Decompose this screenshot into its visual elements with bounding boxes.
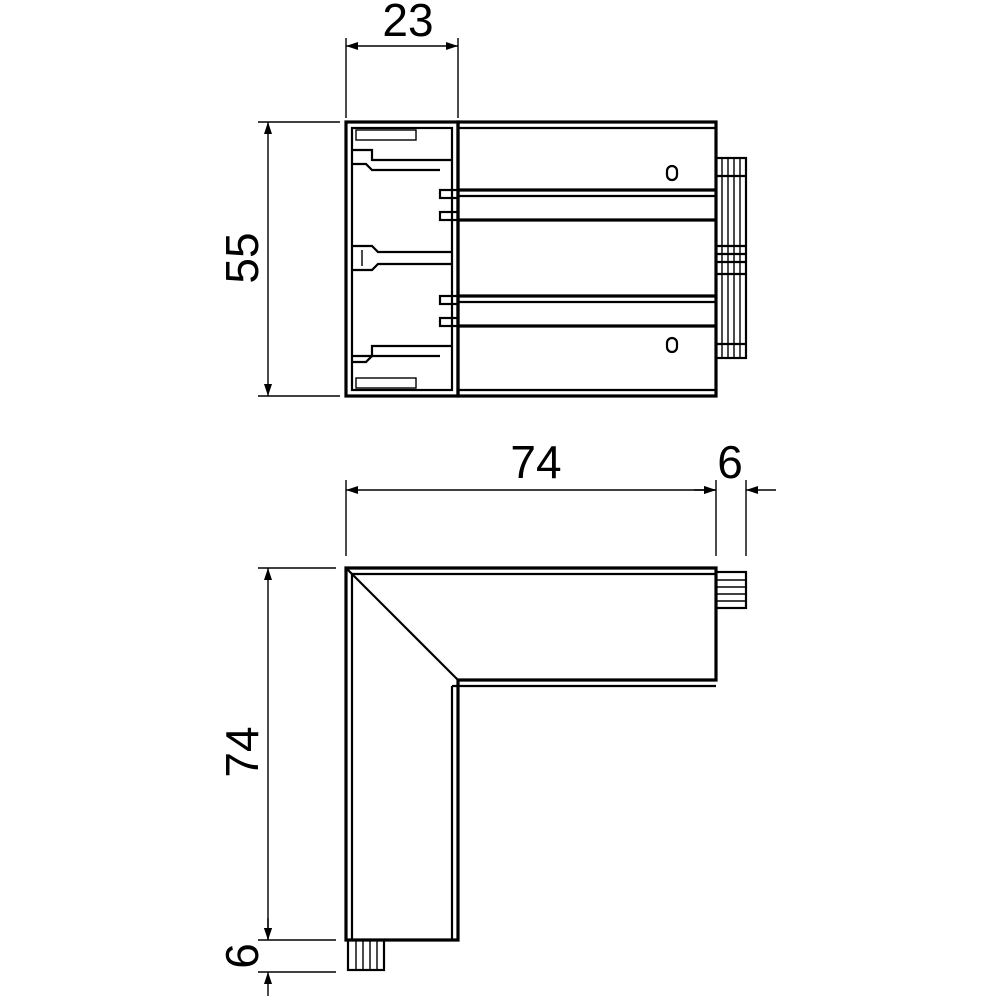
dimension-6-bottom: 6: [216, 918, 336, 996]
angle-piece-body: [344, 566, 718, 942]
dimension-55-label: 55: [216, 232, 268, 283]
dimension-6-top: 6: [694, 436, 776, 556]
channel-side-body: [456, 120, 718, 398]
right-connector: [714, 156, 748, 360]
dimension-23-label: 23: [382, 0, 433, 46]
dimension-74-horizontal: 74: [345, 436, 717, 556]
right-connector-plan: [714, 570, 748, 610]
dimension-23: 23: [345, 0, 459, 118]
dimension-55: 55: [216, 121, 340, 397]
channel-cross-section: [344, 120, 460, 398]
bottom-connector-plan: [346, 938, 386, 972]
bottom-view: 74 6 74 6: [216, 436, 776, 996]
dimension-74-vertical: 74: [216, 567, 336, 941]
dimension-6-bottom-label: 6: [216, 943, 268, 969]
top-view: 23 55: [216, 0, 748, 398]
dimension-6-top-label: 6: [717, 436, 743, 488]
dimension-74-vertical-label: 74: [216, 726, 268, 777]
dimension-74-horizontal-label: 74: [510, 436, 561, 488]
